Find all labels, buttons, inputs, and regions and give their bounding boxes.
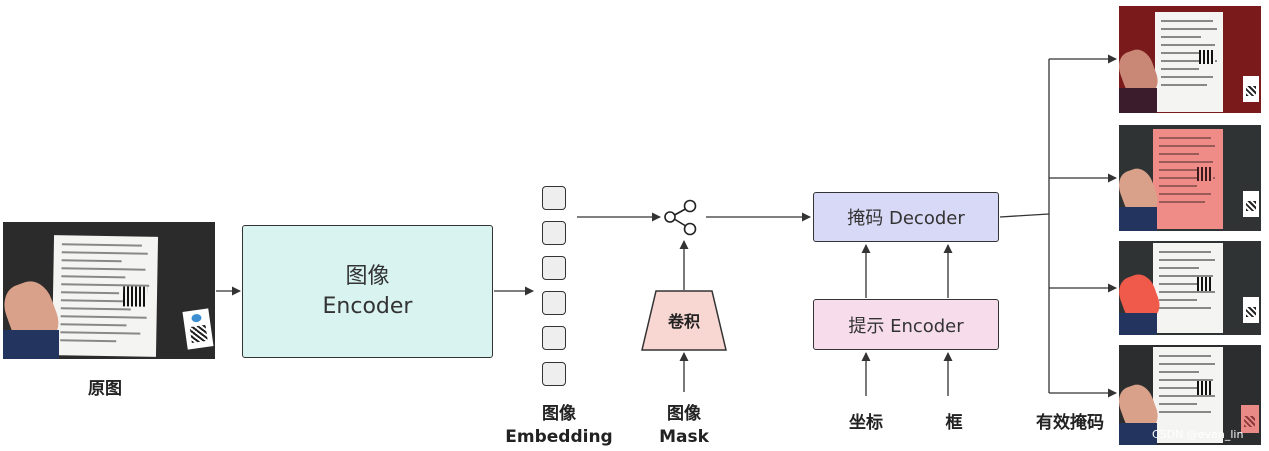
valid-masks-label: 有效掩码	[1036, 413, 1104, 433]
output-mask-2	[1119, 125, 1261, 231]
output-mask-1	[1119, 6, 1261, 113]
embedding-label: 图像 Embedding	[505, 404, 613, 447]
conv-label: 卷积	[667, 312, 700, 331]
embedding-token	[542, 362, 566, 386]
embedding-token	[542, 291, 566, 315]
watermark: CSDN @evan_lin	[1152, 428, 1244, 441]
embedding-token	[542, 256, 566, 280]
output-mask-3	[1119, 241, 1261, 335]
output-mask-4: CSDN @evan_lin	[1119, 345, 1261, 445]
embedding-token	[542, 326, 566, 350]
image-encoder-title-2: Encoder	[322, 293, 413, 319]
original-photo	[3, 222, 215, 359]
share-icon	[664, 199, 697, 236]
image-encoder-box: 图像 Encoder	[242, 225, 493, 358]
box-label: 框	[945, 413, 963, 433]
mask-label: 图像 Mask	[659, 404, 709, 447]
embedding-token	[542, 221, 566, 245]
embedding-token	[542, 186, 566, 210]
conv-block	[641, 290, 727, 351]
prompt-encoder-box: 提示 Encoder	[813, 299, 999, 350]
original-label: 原图	[88, 379, 122, 399]
image-encoder-title-1: 图像	[345, 263, 390, 289]
mask-decoder-box: 掩码 Decoder	[813, 192, 999, 242]
coords-label: 坐标	[849, 413, 883, 433]
